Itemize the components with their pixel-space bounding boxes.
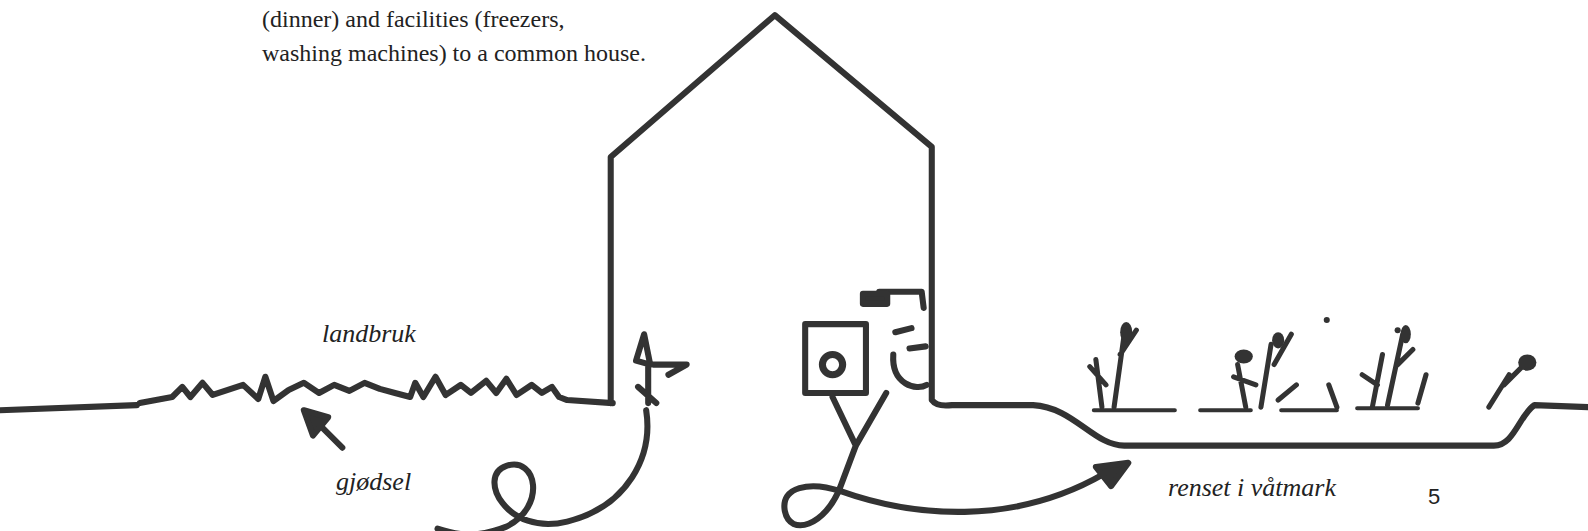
manure-arrow (320, 425, 342, 447)
washing-machine (805, 324, 866, 393)
sink-symbol (893, 328, 927, 387)
arrowhead (304, 410, 328, 435)
flow-label: gjødsel (336, 466, 411, 497)
shower-head (863, 294, 887, 304)
page-number: 5 (1428, 484, 1440, 510)
field-grass (140, 377, 613, 403)
wetland-plants (1090, 330, 1524, 407)
greywater-pipe (784, 393, 1104, 525)
note-text: (dinner) and facilities (freezers, washi… (262, 2, 647, 70)
ground-line (0, 405, 137, 410)
plant-blossoms (1120, 317, 1536, 371)
washing-machine-drum (822, 354, 842, 374)
wetland-surface (1094, 408, 1418, 410)
arrowhead (1096, 463, 1128, 486)
house-outline (611, 15, 1588, 445)
toilet-symbol (636, 334, 687, 403)
flow-label: renset i våtmark (1168, 472, 1336, 503)
manure-loop (438, 410, 648, 531)
field-label: landbruk (322, 318, 416, 349)
